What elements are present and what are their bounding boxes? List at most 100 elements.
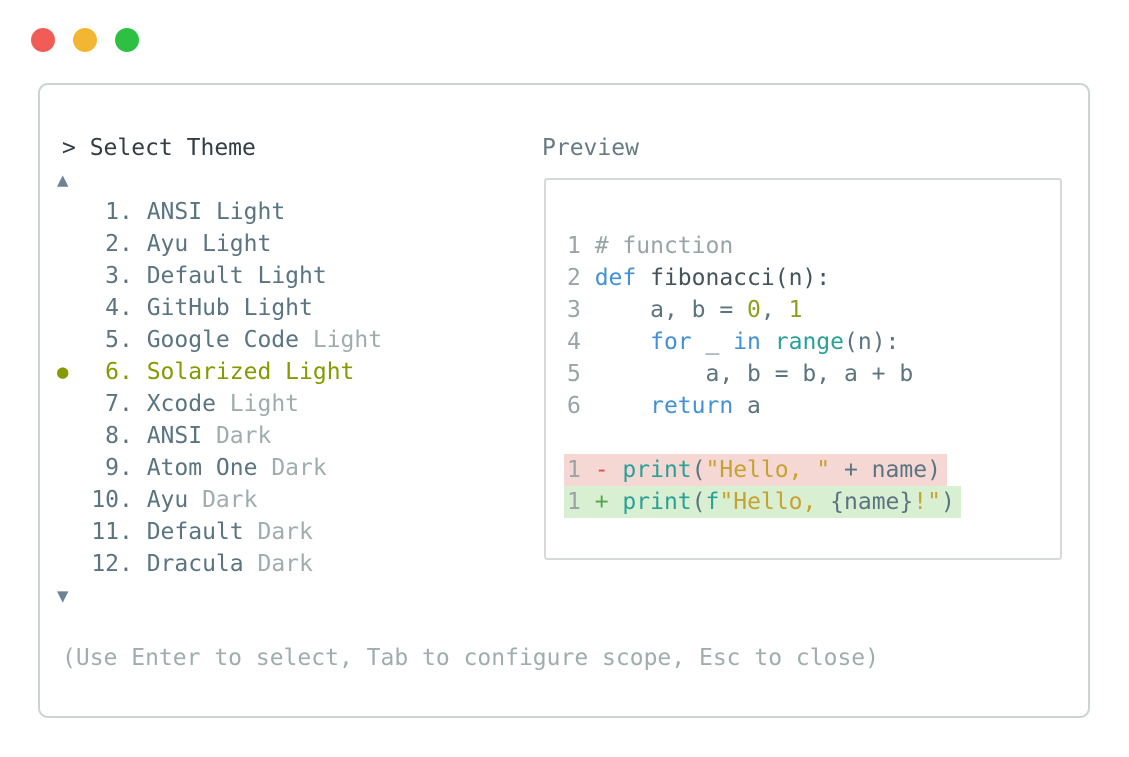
- theme-variant: Light: [312, 327, 383, 353]
- theme-list-item[interactable]: 7. Xcode Light: [57, 388, 382, 420]
- token-ident: fibonacci(n):: [636, 265, 831, 291]
- theme-number: 1.: [105, 199, 133, 225]
- separator: [133, 196, 147, 228]
- theme-name: Atom One: [146, 455, 272, 481]
- bullet-slot: [57, 420, 91, 452]
- theme-variant: Dark: [257, 551, 313, 577]
- code-line: 2 def fibonacci(n):: [567, 262, 1060, 294]
- theme-name: Dracula: [146, 551, 258, 577]
- separator: [133, 388, 147, 420]
- theme-variant: Dark: [271, 455, 327, 481]
- bullet-slot: [57, 324, 91, 356]
- theme-list-item[interactable]: 9. Atom One Dark: [57, 452, 382, 484]
- bullet-slot: [57, 388, 91, 420]
- token-keyword: in: [733, 329, 761, 355]
- theme-variant: Light: [285, 359, 355, 385]
- theme-name: Google Code: [146, 327, 313, 353]
- token-keyword: return: [650, 393, 734, 419]
- separator: [133, 228, 147, 260]
- theme-list-item[interactable]: 10. Ayu Dark: [57, 484, 382, 516]
- separator: [133, 484, 147, 516]
- minimize-button[interactable]: [73, 28, 97, 52]
- token-keyword: def: [594, 265, 637, 291]
- preview-label: Preview: [542, 135, 639, 161]
- theme-number: 2.: [105, 231, 133, 257]
- theme-variant: Dark: [257, 519, 313, 545]
- token-plain: a, b = b, a + b: [594, 361, 914, 387]
- theme-list-item[interactable]: 8. ANSI Dark: [57, 420, 382, 452]
- theme-number: 3.: [105, 263, 133, 289]
- token-builtin: range: [774, 329, 844, 355]
- theme-list-item[interactable]: 3. Default Light: [57, 260, 382, 292]
- theme-list-item[interactable]: 5. Google Code Light: [57, 324, 382, 356]
- line-number: 3: [567, 297, 595, 323]
- theme-list-item[interactable]: 12. Dracula Dark: [57, 548, 382, 580]
- code-line-content: 3 a, b = 0, 1: [564, 294, 808, 326]
- separator: [133, 452, 147, 484]
- separator: [133, 516, 147, 548]
- bullet-slot: [57, 516, 91, 548]
- code-line: 3 a, b = 0, 1: [567, 294, 1060, 326]
- token-keyword: for: [650, 329, 692, 355]
- theme-variant: Light: [215, 199, 286, 225]
- help-text: (Use Enter to select, Tab to configure s…: [62, 645, 879, 671]
- token-plain: + name): [830, 457, 941, 483]
- theme-number: 11.: [91, 519, 133, 545]
- separator: [133, 324, 147, 356]
- token-plain: [595, 329, 650, 355]
- theme-list-item[interactable]: ●6. Solarized Light: [57, 356, 382, 388]
- maximize-button[interactable]: [115, 28, 139, 52]
- theme-variant: Light: [202, 231, 272, 257]
- theme-name: GitHub: [146, 295, 244, 321]
- theme-list-item[interactable]: 1. ANSI Light: [57, 196, 382, 228]
- bullet-slot: [57, 292, 91, 324]
- line-number: 4: [567, 329, 595, 355]
- separator: [133, 260, 147, 292]
- line-number: 1: [567, 233, 595, 259]
- theme-name: Xcode: [146, 391, 230, 417]
- line-number: 6: [567, 393, 595, 419]
- theme-list-item[interactable]: 2. Ayu Light: [57, 228, 382, 260]
- theme-name: Ayu: [146, 487, 203, 513]
- theme-name: ANSI: [146, 423, 216, 449]
- token-number: 1: [788, 297, 803, 323]
- theme-variant: Dark: [215, 423, 272, 449]
- theme-name: ANSI: [146, 199, 216, 225]
- diff-line-removed: 1 - print("Hello, " + name): [564, 454, 1060, 486]
- close-button[interactable]: [31, 28, 55, 52]
- theme-number: 7.: [105, 391, 133, 417]
- line-number: 1: [567, 489, 595, 515]
- code-line-content: 1 + print(f"Hello, {name}!"): [564, 486, 961, 518]
- token-removed-sign: -: [594, 457, 623, 483]
- token-builtin: f: [705, 489, 720, 515]
- bullet-slot: [57, 484, 91, 516]
- theme-number: 4.: [105, 295, 133, 321]
- line-number: 5: [567, 361, 595, 387]
- theme-number: 6.: [105, 359, 133, 385]
- token-plain: [761, 329, 775, 355]
- token-added-sign: +: [594, 489, 623, 515]
- code-line: 4 for _ in range(n):: [567, 326, 1060, 358]
- scroll-down-icon[interactable]: ▼: [57, 585, 69, 607]
- bullet-slot: [57, 260, 91, 292]
- theme-number: 9.: [105, 455, 133, 481]
- code-line-content: 5 a, b = b, a + b: [564, 358, 919, 390]
- dialog-prompt: > Select Theme: [62, 135, 256, 161]
- theme-variant: Light: [243, 295, 313, 321]
- theme-list-item[interactable]: 11. Default Dark: [57, 516, 382, 548]
- separator: [133, 356, 147, 388]
- selected-bullet-icon: ●: [57, 361, 69, 383]
- theme-number: 5.: [105, 327, 133, 353]
- token-number: 0: [747, 297, 761, 323]
- theme-list-item[interactable]: 4. GitHub Light: [57, 292, 382, 324]
- theme-variant: Dark: [202, 487, 258, 513]
- code-line: 1 # function: [567, 230, 1060, 262]
- token-plain: {name}: [830, 489, 914, 515]
- token-plain: (: [691, 489, 706, 515]
- token-plain: [595, 393, 650, 419]
- bullet-slot: [57, 452, 91, 484]
- scroll-up-icon[interactable]: ▲: [57, 169, 69, 191]
- separator: [133, 548, 147, 580]
